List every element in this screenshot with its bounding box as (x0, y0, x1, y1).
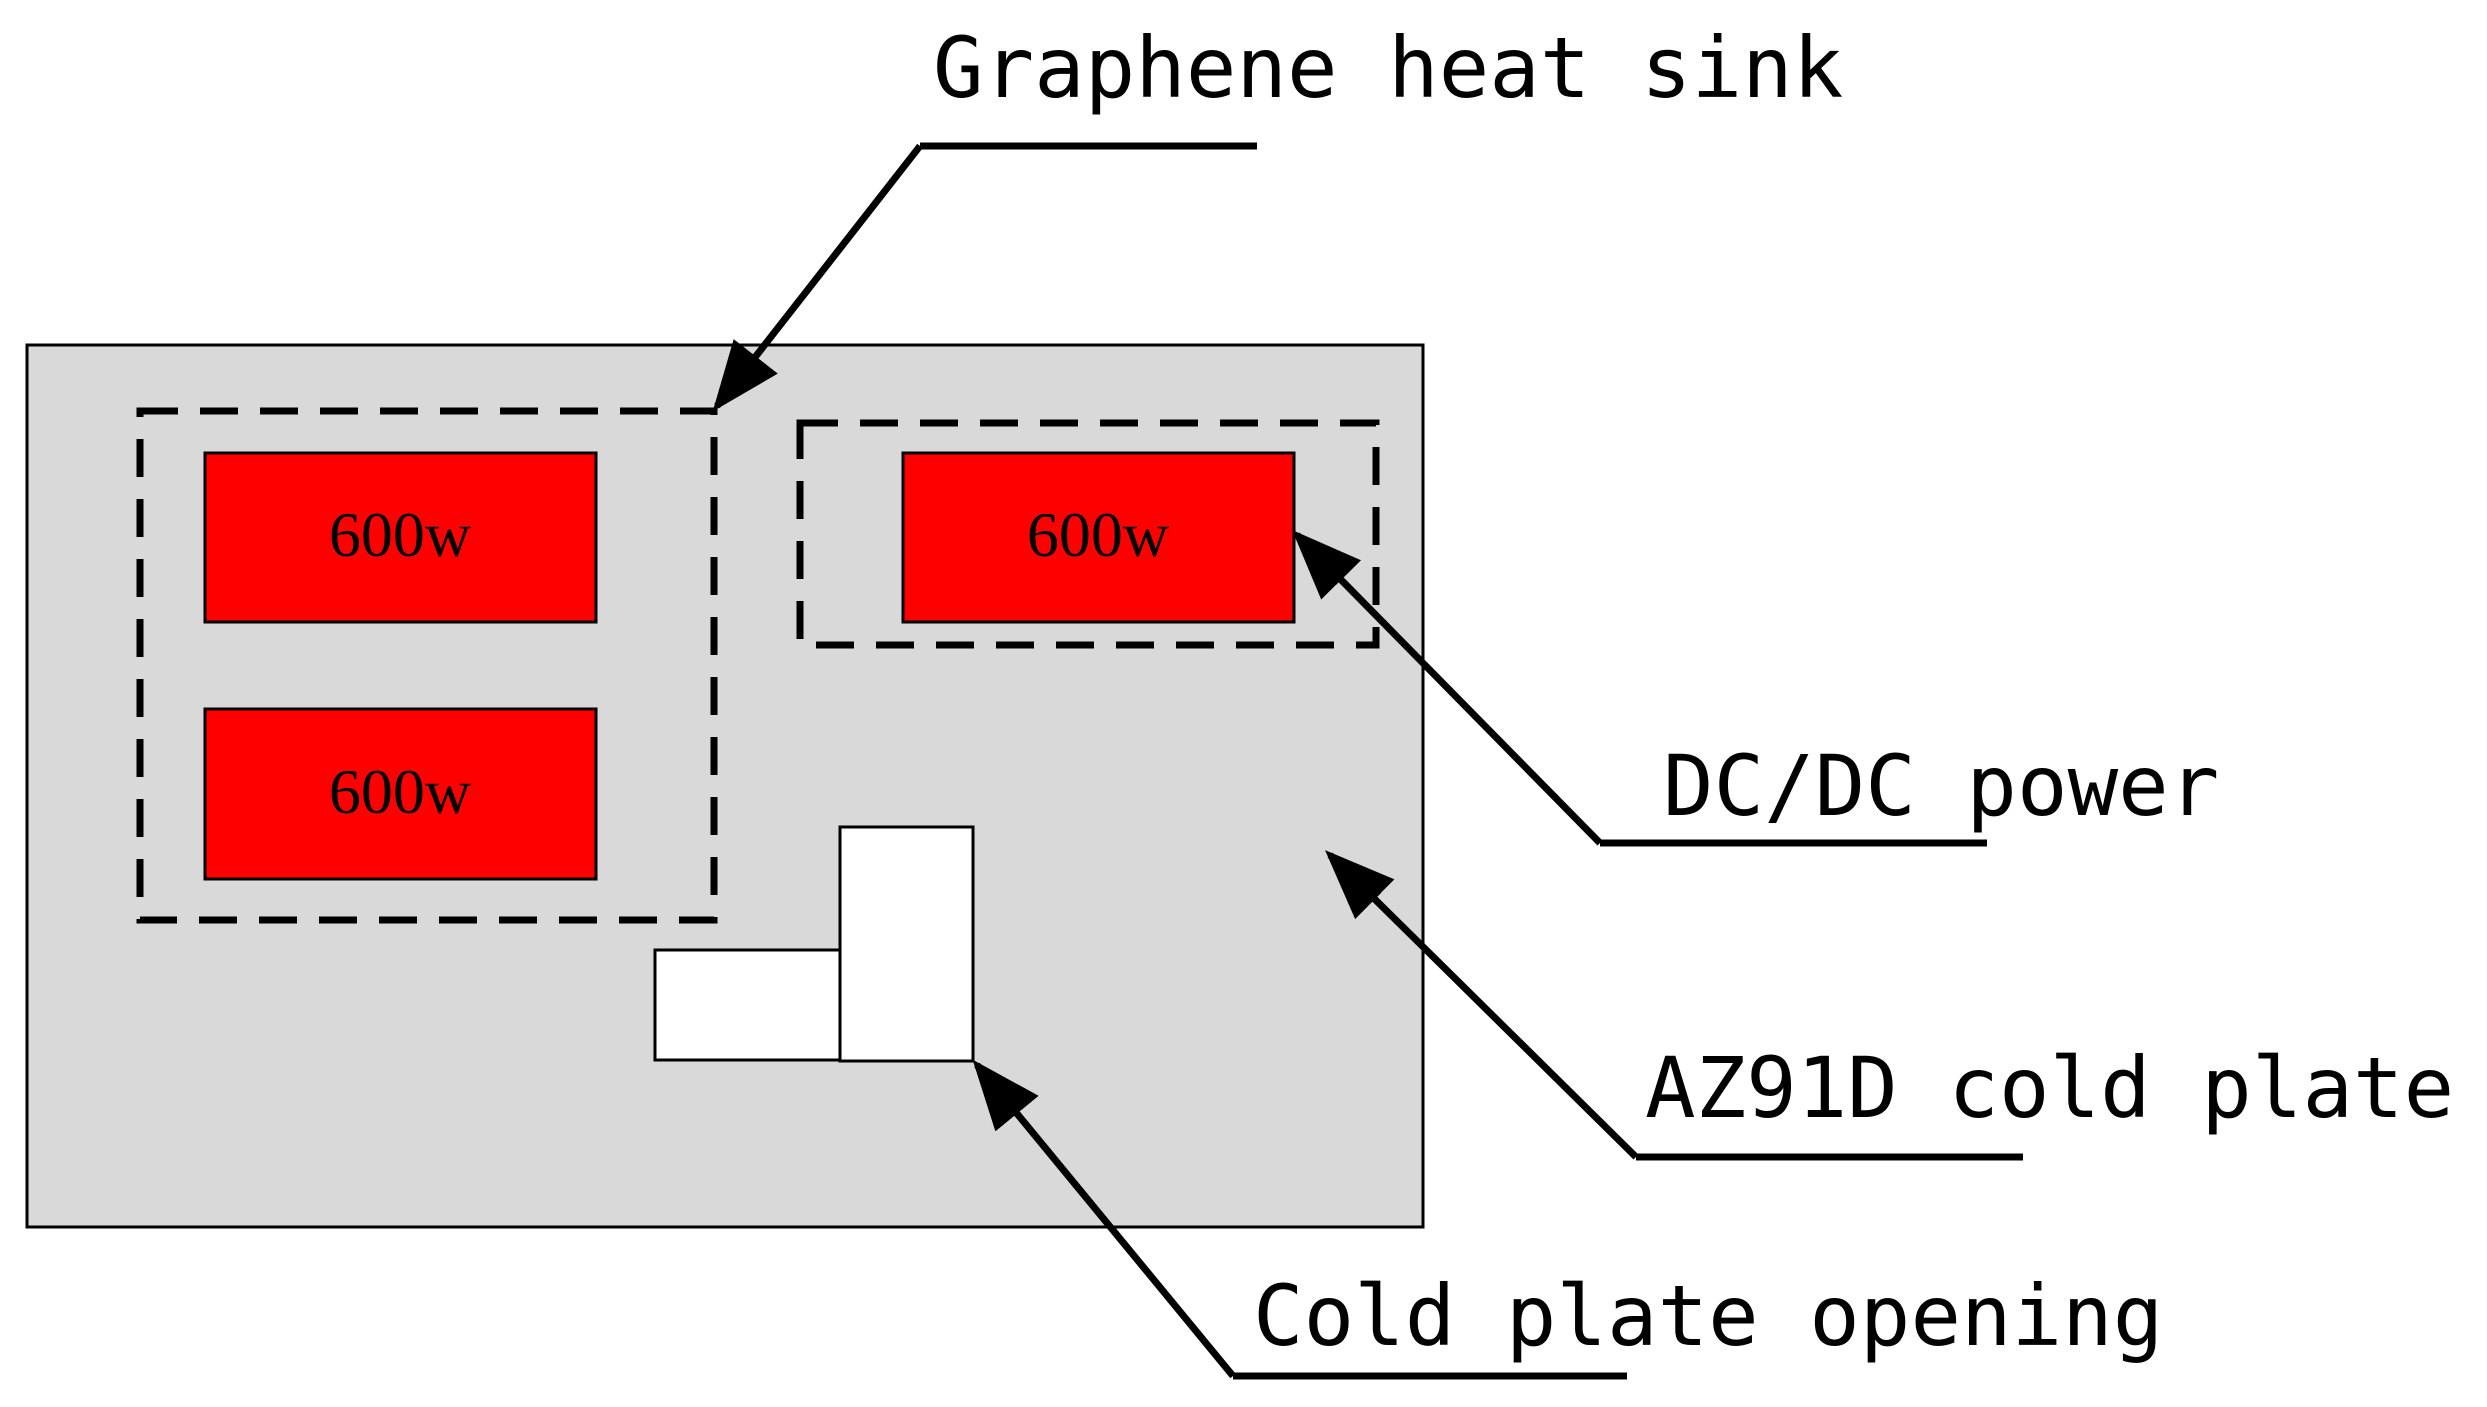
heat-source-1: 600w (203, 451, 598, 624)
heat-source-3: 600w (901, 451, 1296, 624)
callout-graphene-heat-sink: Graphene heat sink (712, 19, 1843, 412)
heat-source-2: 600w (203, 707, 598, 881)
heat-source-label: 600w (1027, 499, 1169, 570)
cold-plate-opening (653, 825, 975, 1063)
opening-horizontal (653, 948, 844, 1062)
callout-cold-plate-opening: Cold plate opening (972, 1059, 2163, 1380)
leader-arrow (972, 1059, 1236, 1379)
graphene-heat-sink-label: Graphene heat sink (933, 19, 1843, 117)
dcdc-power-label: DC/DC power (1663, 737, 2219, 835)
heat-source-block (203, 451, 598, 624)
heat-source-block (901, 451, 1296, 624)
cold-plate-opening-label: Cold plate opening (1253, 1267, 2163, 1365)
heat-source-label: 600w (329, 499, 471, 570)
az91d-cold-plate-label: AZ91D cold plate (1645, 1039, 2454, 1137)
leader-arrow (1325, 850, 1639, 1160)
heat-source-block (203, 707, 598, 881)
callout-dcdc-power: DC/DC power (1292, 530, 2219, 847)
opening-vertical (838, 825, 975, 1063)
heat-source-label: 600w (329, 756, 471, 827)
leader-arrow (712, 143, 923, 412)
callout-az91d-cold-plate: AZ91D cold plate (1325, 850, 2454, 1161)
dcdc-power-region (796, 419, 1380, 649)
leader-arrow (1292, 530, 1603, 846)
